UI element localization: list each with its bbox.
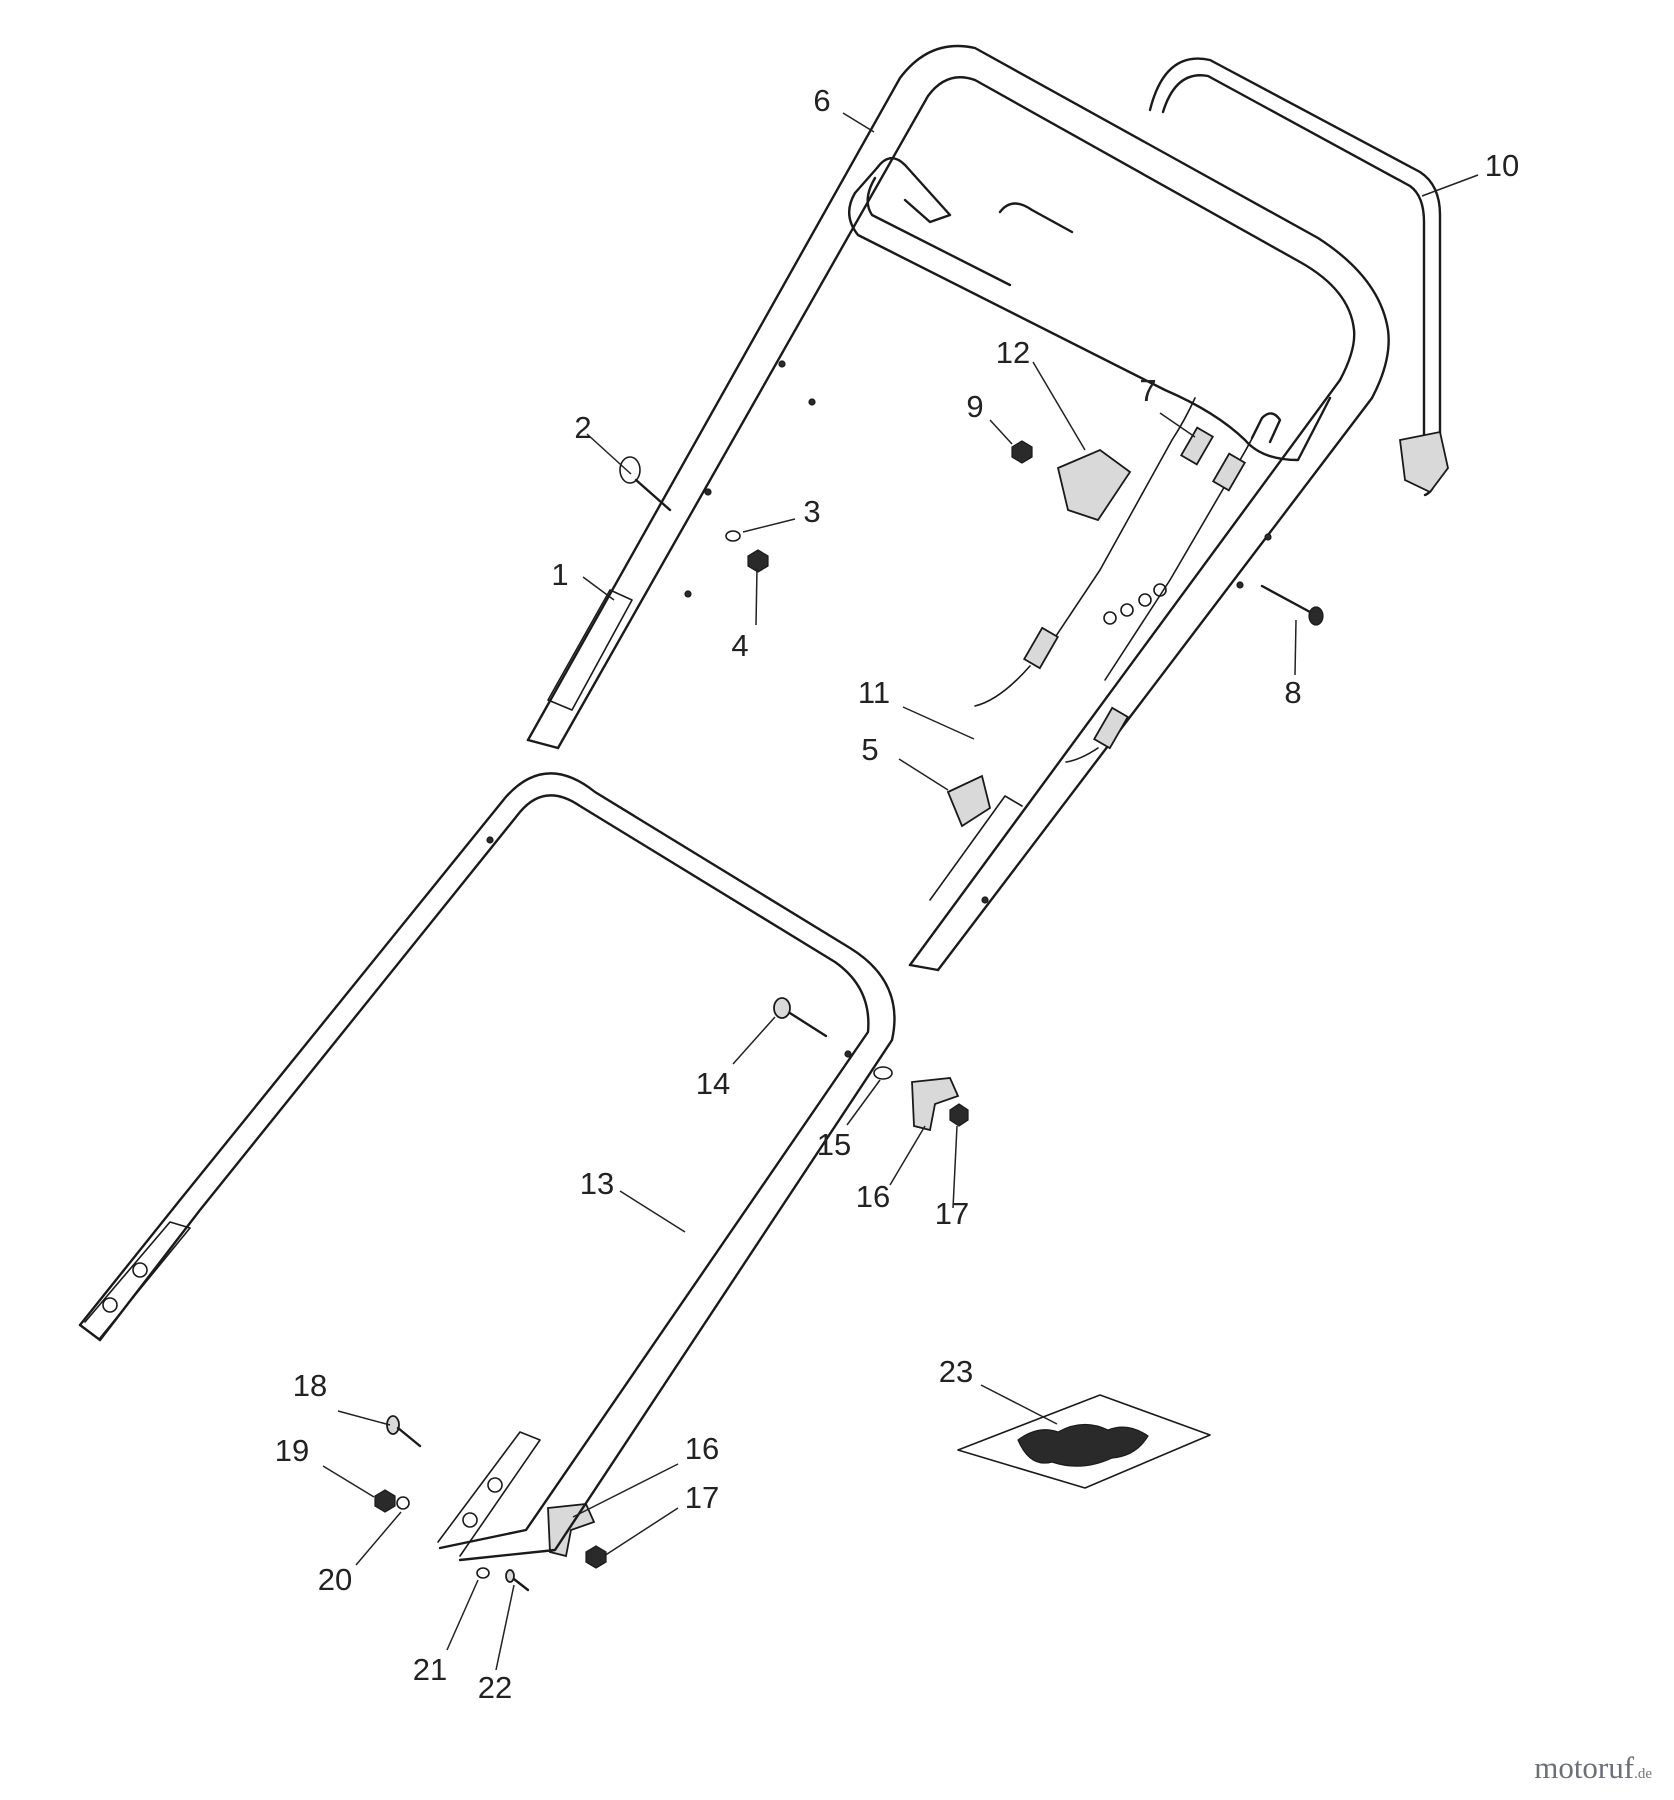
callout-15: 15	[817, 1127, 851, 1162]
callout-21: 21	[413, 1652, 447, 1687]
callout-13: 13	[580, 1166, 614, 1201]
callout-11: 11	[858, 675, 890, 710]
callout-5: 5	[861, 732, 878, 767]
watermark-tld: .de	[1634, 1766, 1652, 1782]
callout-17: 17	[935, 1196, 969, 1231]
callout-12: 12	[996, 335, 1030, 370]
small-hardware	[374, 440, 1324, 1592]
watermark-text: motoruf	[1534, 1750, 1635, 1785]
callout-3: 3	[803, 494, 820, 529]
callout-1: 1	[551, 557, 568, 592]
callout-23: 23	[939, 1354, 973, 1389]
hardware-bag	[957, 1394, 1211, 1489]
callout-14: 14	[696, 1066, 730, 1101]
callout-4: 4	[731, 628, 748, 663]
callout-7: 7	[1139, 373, 1156, 408]
callout-16: 16	[856, 1179, 890, 1214]
callout-numbers: 1 2 3 4 5 6 7 8 9 10 11 12 13 14 15 16 1…	[275, 83, 1519, 1705]
callout-2: 2	[574, 410, 591, 445]
callout-9: 9	[966, 389, 983, 424]
watermark-logo: motoruf.de	[1534, 1750, 1652, 1786]
bail-bar	[848, 157, 1332, 462]
leader-lines	[322, 112, 1479, 1671]
callout-22: 22	[478, 1670, 512, 1705]
lower-handle	[78, 772, 896, 1562]
callout-6: 6	[813, 83, 830, 118]
callout-19: 19	[275, 1433, 309, 1468]
callout-16b: 16	[685, 1431, 719, 1466]
callout-8: 8	[1284, 675, 1301, 710]
pad	[1056, 448, 1132, 522]
callout-17b: 17	[685, 1480, 719, 1515]
upper-handle	[526, 44, 1390, 972]
callout-20: 20	[318, 1562, 352, 1597]
callout-18: 18	[293, 1368, 327, 1403]
callout-10: 10	[1485, 148, 1519, 183]
control-cables	[974, 397, 1263, 763]
drive-bar	[1148, 57, 1449, 497]
